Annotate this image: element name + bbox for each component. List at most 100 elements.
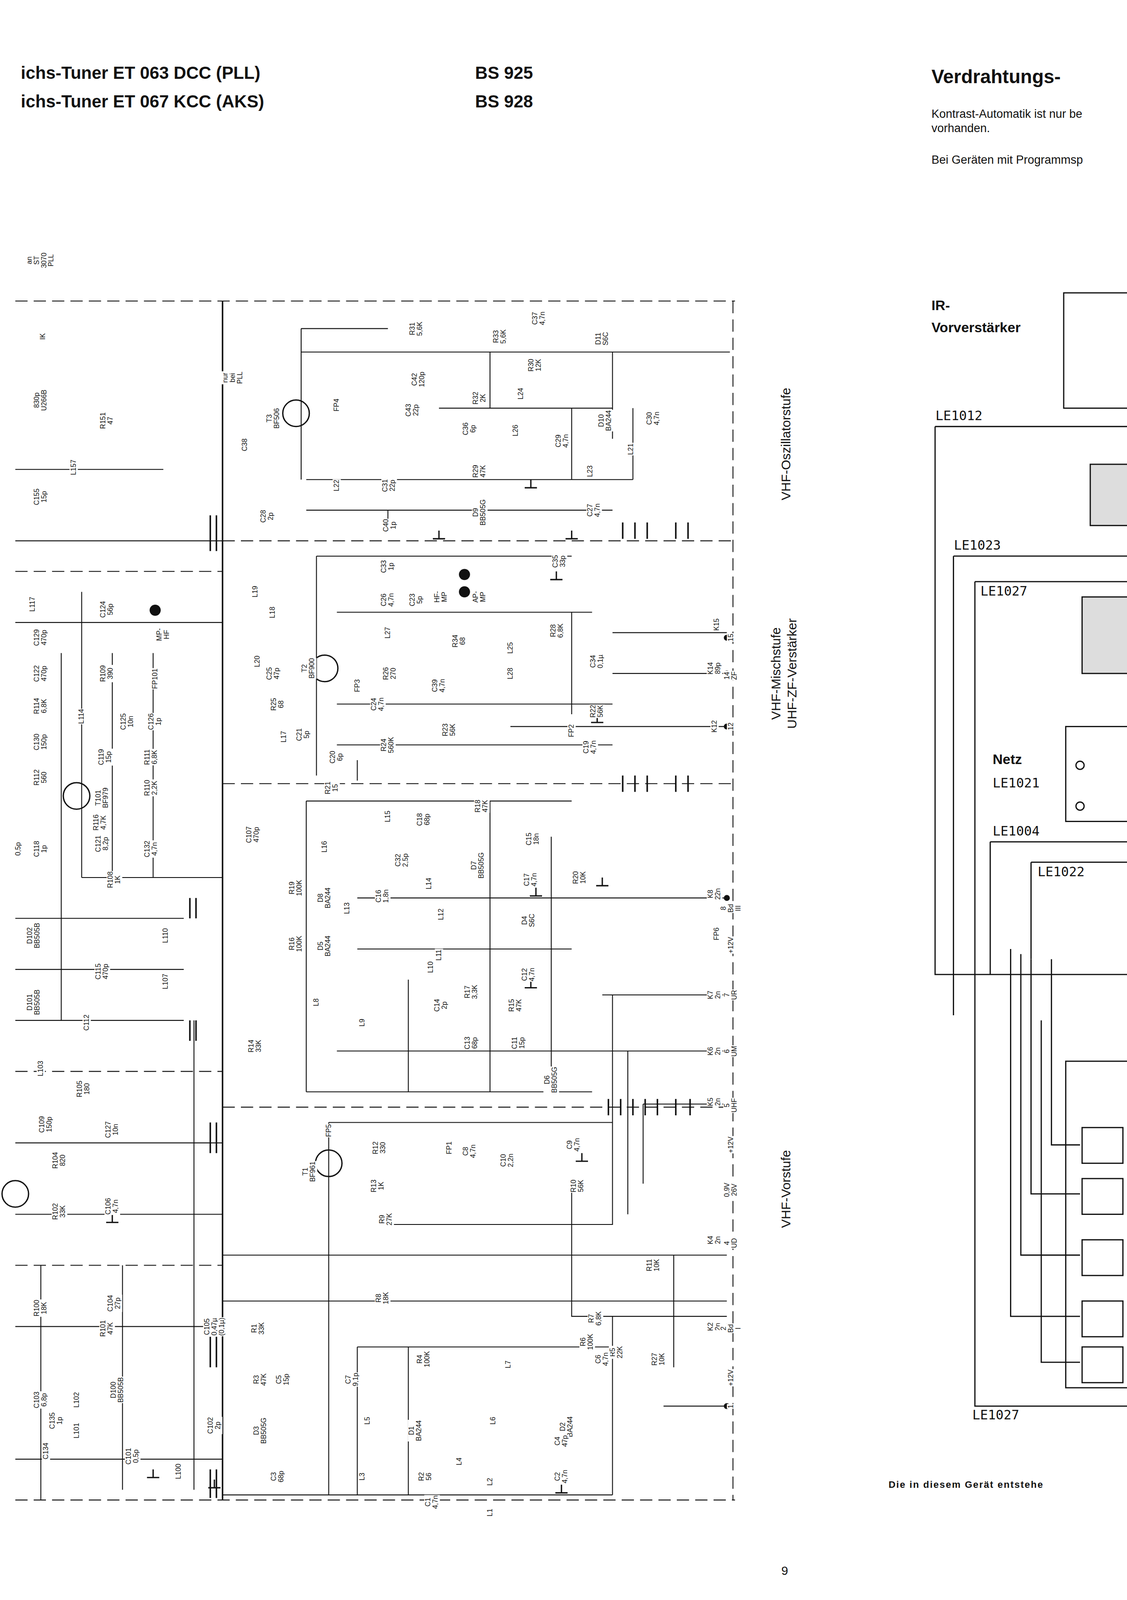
schematic-circle: [63, 782, 90, 810]
callout-number: R100 18K: [32, 1299, 49, 1318]
callout-number: C20 6p: [329, 750, 345, 764]
callout-number: C112: [82, 1014, 91, 1032]
schematic-path: [608, 522, 690, 1116]
schematic-rect: [1081, 1301, 1123, 1338]
schematic-rect: [1063, 292, 1127, 409]
callout-number: C14 2p: [433, 998, 449, 1013]
callout-number: D9 BB505G: [472, 498, 488, 526]
schematic-circle: [459, 587, 470, 598]
schematic-circle: [2, 1181, 29, 1208]
callout-number: C36 6p: [461, 422, 478, 436]
callout-number: D100 BB505B: [109, 1377, 126, 1404]
callout-number: C105 0,47µ (0,1µ): [203, 1317, 226, 1337]
callout-number: L157: [69, 459, 78, 476]
callout-number: C1 4,7n: [424, 1495, 440, 1510]
callout-number: R22 56K: [589, 704, 605, 718]
callout-number: D8 BA244: [316, 887, 333, 910]
callout-number: R4 100K: [415, 1351, 432, 1368]
callout-number: K14 89p: [706, 662, 723, 676]
callout-number: C101 0,5p: [124, 1448, 141, 1466]
pin-terminal: [149, 569, 730, 1410]
callout-number: 0,9V 26V: [723, 1182, 739, 1199]
callout-number: C9 4,7n: [565, 1138, 582, 1153]
callout-number: K5 2n: [706, 1097, 723, 1108]
callout-number: C7 9,1p: [344, 1373, 361, 1388]
callout-number: C26 4,7n: [379, 593, 396, 608]
callout-number: 830p U266B: [32, 389, 49, 412]
callout-number: L22: [332, 479, 342, 493]
callout-number: 12: [726, 722, 735, 732]
callout-number: R25 68: [269, 697, 286, 712]
page-number: 9: [780, 1564, 789, 1579]
schematic-path: [1010, 949, 1080, 1363]
callout-number: L15: [383, 810, 393, 823]
callout-number: MP-HF: [155, 628, 172, 642]
callout-number: C19 4,7n: [582, 740, 598, 755]
callout-number: L10: [426, 961, 436, 975]
cable-label: LE1012: [935, 408, 983, 424]
callout-number: FP3: [353, 679, 362, 693]
shield-wall: [189, 301, 690, 1501]
heading-text: ichs-Tuner ET 067 KCC (AKS): [20, 91, 265, 111]
wiring-diagram: [935, 292, 1127, 1407]
stage-label: VHF-Vorstufe: [778, 1149, 794, 1229]
callout-number: C10 2,2n: [499, 1153, 516, 1168]
callout-number: C18 68p: [415, 812, 432, 827]
callout-number: C42 120p: [410, 371, 427, 389]
callout-number: nur bei PLL: [221, 370, 244, 384]
schematic-path: [15, 301, 735, 1501]
cable-label: LE1022: [1037, 864, 1085, 880]
callout-number: C4 47p: [553, 1435, 570, 1448]
callout-number: C32 2,5p: [394, 853, 410, 868]
callout-number: C31 22p: [381, 479, 397, 493]
schematic-circle: [459, 569, 470, 581]
callout-number: C23 5p: [408, 593, 425, 608]
callout-number: R116 4,7K: [92, 814, 108, 832]
callout-number: C122 470p: [32, 665, 49, 683]
ground-symbol: [106, 479, 609, 1494]
callout-number: R108 1K: [106, 871, 123, 889]
callout-number: 7 UR: [723, 990, 739, 1001]
callout-number: L101: [72, 1422, 81, 1440]
callout-number: +12V: [726, 1369, 735, 1387]
schematic-path: [306, 801, 728, 1225]
schematic-circle: [1075, 802, 1085, 811]
module-label: IR-: [931, 298, 951, 314]
schematic-circle: [315, 1150, 342, 1177]
callout-number: FP4: [332, 398, 342, 413]
callout-number: C134: [42, 1442, 51, 1461]
callout-number: C8 4,7n: [461, 1144, 478, 1159]
callout-number: C124 56p: [99, 600, 116, 618]
callout-number: C121 8,2p: [94, 835, 111, 853]
callout-number: R101 47K: [99, 1320, 116, 1338]
callout-number: R11 10K: [645, 1259, 662, 1273]
callout-number: L2: [485, 1477, 494, 1487]
callout-number: R30 12K: [527, 358, 543, 373]
schematic-rect: [1090, 464, 1127, 526]
callout-number: R17 3,3K: [464, 984, 480, 1001]
footnote-text: Die in diesem Gerät entstehe: [888, 1479, 1045, 1491]
callout-number: R29 47K: [472, 464, 488, 479]
schematic-rect: [1065, 726, 1127, 822]
tuner-boundary: [15, 301, 735, 1501]
heading-text: BS 928: [474, 91, 534, 111]
callout-number: R28 6,8K: [549, 623, 566, 639]
callout-number: L114: [77, 708, 86, 725]
callout-number: C125 10n: [120, 713, 136, 731]
schematic-path: [15, 469, 223, 1501]
callout-number: R104 820: [51, 1152, 68, 1170]
callout-number: L16: [320, 841, 329, 854]
callout-number: C37 4,7n: [531, 311, 547, 326]
callout-number: C43 22p: [404, 403, 421, 417]
callout-number: R3 47K: [252, 1373, 269, 1387]
callout-number: L18: [268, 606, 277, 619]
schematic-circle: [1075, 761, 1085, 770]
callout-number: R111 6,8K: [143, 749, 160, 766]
callout-number: L1: [485, 1508, 494, 1518]
wiring: [15, 328, 730, 1501]
callout-number: L8: [312, 998, 321, 1007]
schematic-rect: [1065, 1061, 1127, 1389]
callout-number: D5 BA244: [316, 935, 333, 958]
stage-label: VHF-Mischstufe: [768, 626, 784, 721]
callout-number: D102 BB505B: [25, 922, 42, 950]
